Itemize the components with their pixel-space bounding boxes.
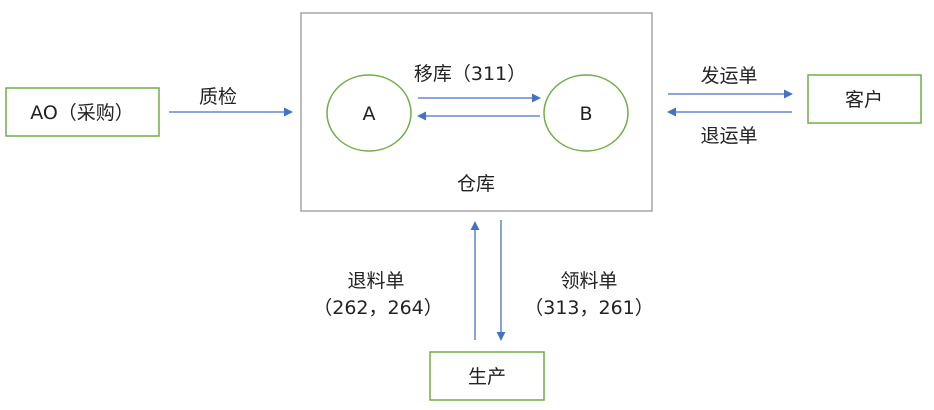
ship-label: 发运单 bbox=[700, 65, 757, 87]
issue-material-codes: （313，261） bbox=[524, 297, 654, 319]
production-label: 生产 bbox=[468, 366, 506, 388]
qc-label: 质检 bbox=[199, 86, 237, 108]
node-b-circle bbox=[543, 74, 629, 152]
return-material-codes: （262，264） bbox=[313, 297, 443, 319]
ao-box bbox=[5, 87, 160, 137]
return-customer-label: 退运单 bbox=[700, 125, 757, 147]
transfer-label: 移库（311） bbox=[414, 63, 526, 85]
warehouse-label: 仓库 bbox=[457, 173, 495, 195]
node-b-label: B bbox=[579, 103, 592, 125]
ao-label: AO（采购） bbox=[30, 102, 134, 124]
node-a-circle bbox=[326, 74, 412, 152]
customer-box bbox=[807, 74, 922, 124]
return-material-title: 退料单 bbox=[347, 270, 404, 292]
node-a-label: A bbox=[363, 103, 376, 125]
customer-label: 客户 bbox=[845, 89, 883, 111]
issue-material-title: 领料单 bbox=[560, 270, 617, 292]
production-box bbox=[429, 351, 545, 401]
